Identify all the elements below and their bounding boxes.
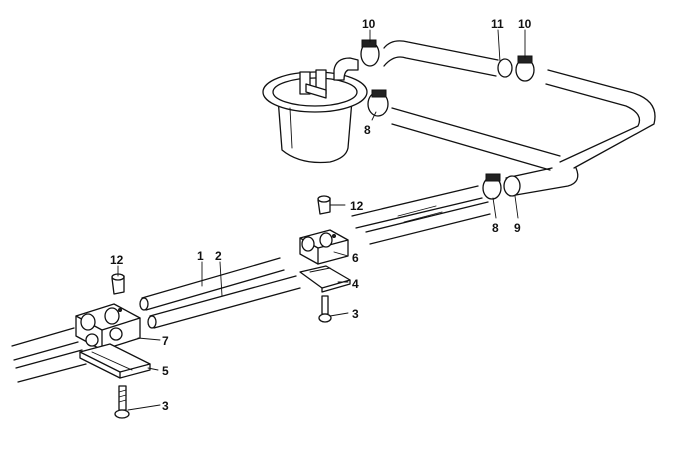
hose-end-11 [497,58,513,78]
pipe-clip-6 [299,229,349,265]
bracket-5 [79,343,151,379]
callout-8a: 8 [364,123,371,137]
callout-2: 2 [215,249,222,263]
hose-clamp-8a [367,89,389,117]
plug-12b [111,273,125,295]
bolt-3a [318,295,332,323]
callout-12a: 12 [350,199,364,213]
callout-11: 11 [491,17,504,31]
leader-lines [117,29,526,411]
pipe-clip-7 [75,303,141,351]
fuel-filter [262,57,368,164]
callout-4: 4 [352,277,359,291]
hose-clamp-10a [360,39,380,67]
callout-12b: 12 [110,253,124,267]
callout-7: 7 [162,334,169,348]
bracket-4 [299,265,351,293]
callout-9: 9 [514,221,521,235]
callout-3a: 3 [352,307,359,321]
hose-clamp-10b [515,55,535,82]
callout-6: 6 [352,251,359,265]
plug-12a [317,195,331,215]
callout-10b: 10 [518,17,532,31]
fuel-lines [11,185,491,383]
callout-5: 5 [162,364,169,378]
bolt-3b [114,385,130,419]
hose-clamp-8b [482,173,502,200]
hose-end-9 [503,175,521,197]
long-hose [391,107,579,197]
upper-hose [383,40,656,169]
callout-8b: 8 [492,221,499,235]
callout-10a: 10 [362,17,376,31]
callout-1: 1 [197,249,204,263]
callout-3b: 3 [162,399,169,413]
